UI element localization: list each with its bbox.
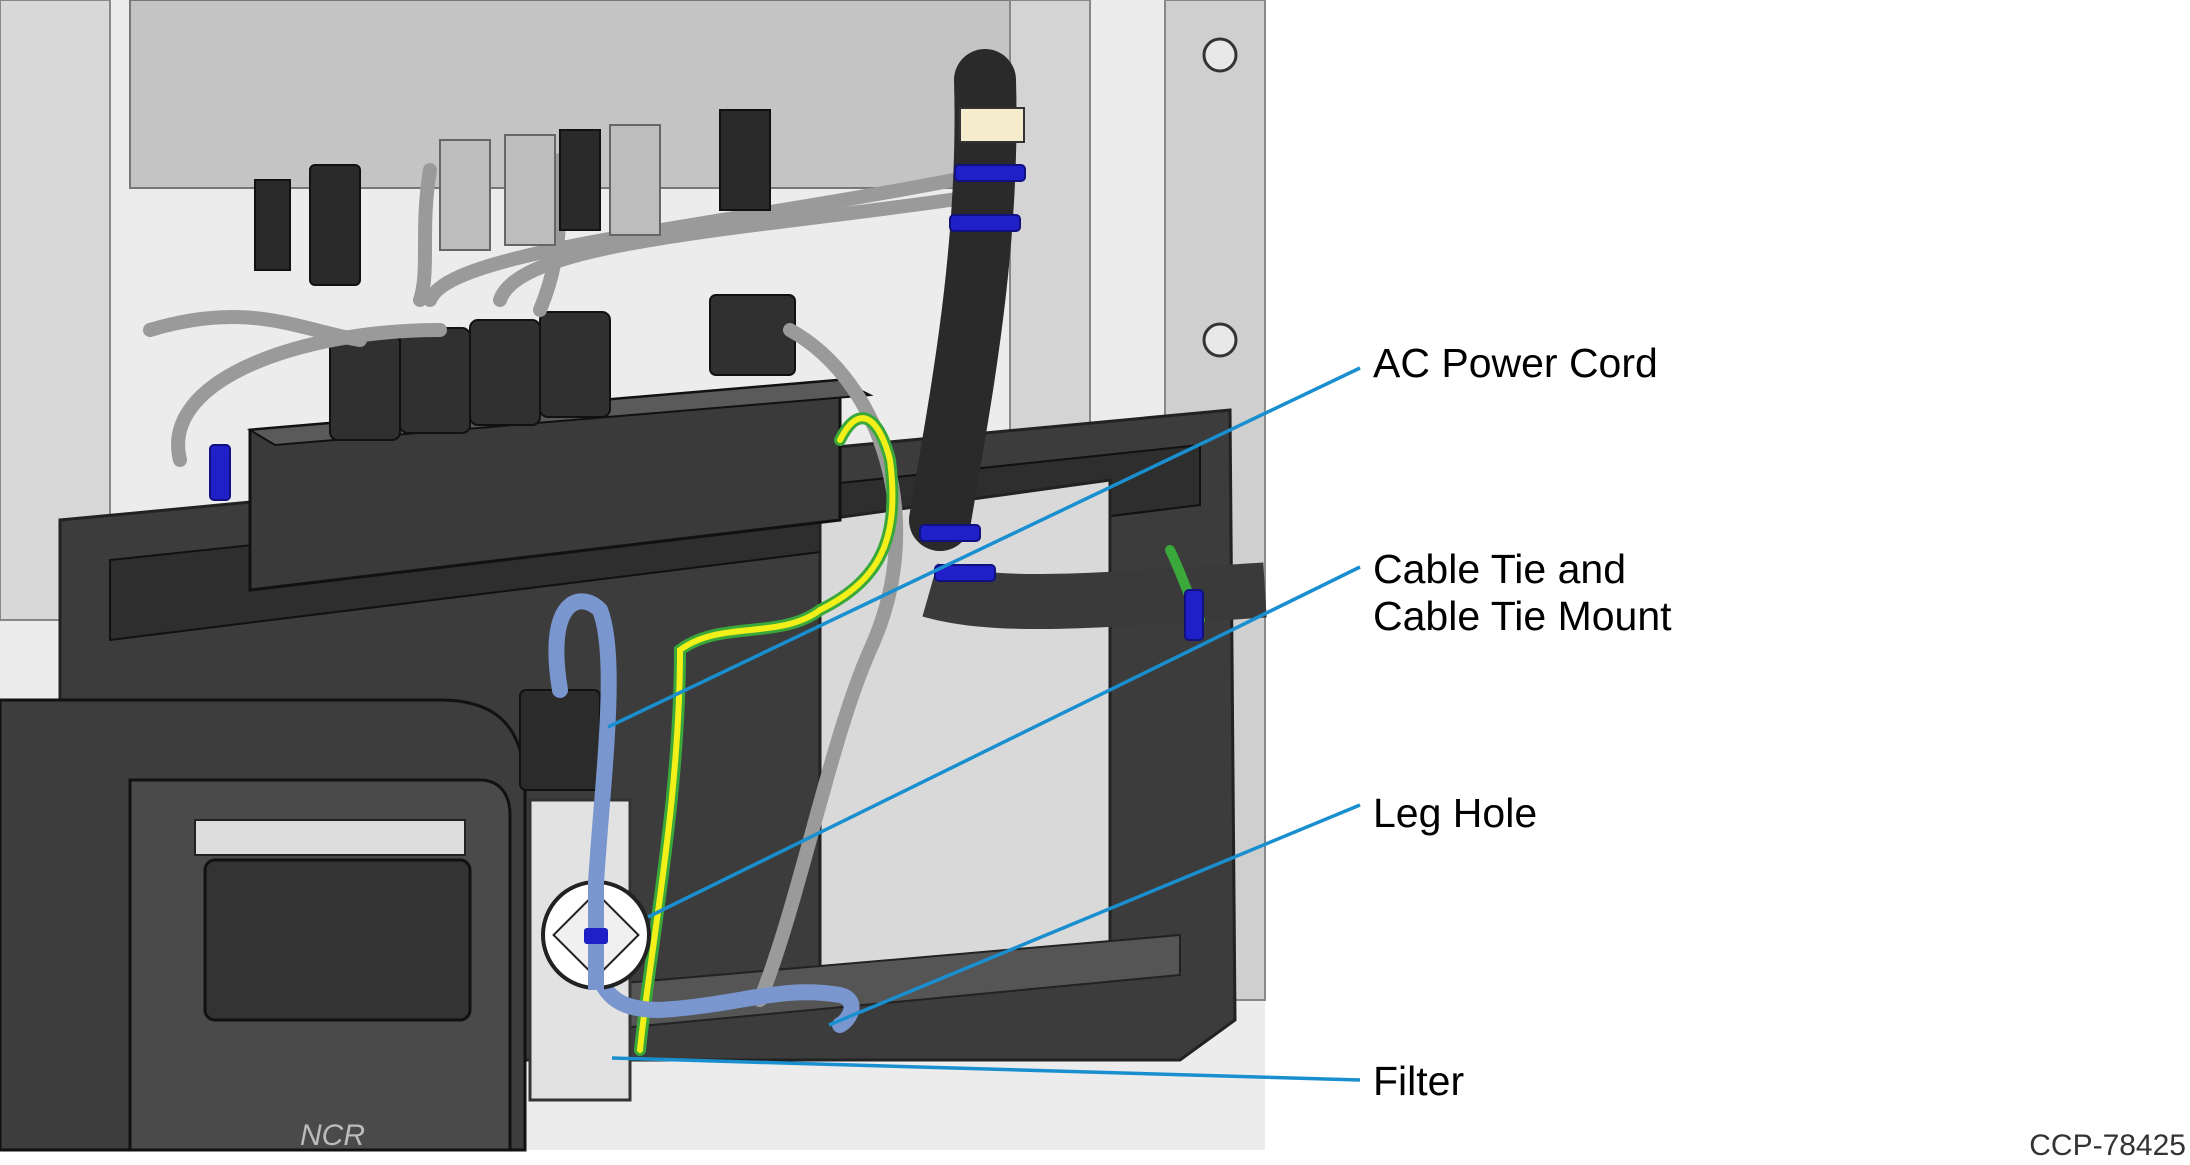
callout-cable-tie: Cable Tie and Cable Tie Mount [1373,546,1672,640]
connector-icon [559,129,601,231]
callout-filter: Filter [1373,1058,1464,1105]
usb-group [439,124,661,251]
hardware-illustration: NCR [0,0,1267,1152]
usb-connector-icon [504,134,556,246]
screw-icon [1202,322,1238,358]
flat-cable [922,562,1267,630]
leader-line-leg-hole [828,803,1361,1027]
cable-tie-icon [919,524,981,542]
printer-logo: NCR [300,1119,365,1152]
screw-icon [1202,37,1238,73]
callout-line: Cable Tie and [1373,546,1627,592]
callout-leg-hole: Leg Hole [1373,790,1537,837]
leader-line-filter [611,1056,1361,1082]
callout-ac-power-cord: AC Power Cord [1373,340,1658,387]
plug-icon [399,327,471,434]
cable-bundle [909,49,1017,551]
plug-group [329,294,796,441]
figure-id: CCP-78425 [2029,1129,2186,1162]
callout-line: Filter [1373,1058,1465,1104]
connector-icon [254,179,291,271]
leader-line-cable-tie [647,565,1361,919]
callout-line: AC Power Cord [1373,340,1658,386]
plug-icon [329,334,401,441]
callout-line: Leg Hole [1373,790,1538,836]
cable-tie-icon [954,164,1026,182]
bundle-label [959,107,1025,143]
signal-cables [143,153,992,1007]
plug-icon [469,319,541,426]
leader-lines [607,366,1361,1082]
cable-tie-icon [949,214,1021,232]
ac-inlet-plug [519,689,601,791]
callout-line: Cable Tie Mount [1373,593,1672,639]
paper-slot [194,819,466,856]
right-rail [1009,0,1091,461]
connector-icon [719,109,771,211]
cable-tie-icon [934,564,996,582]
usb-connector-icon [609,124,661,236]
plug-icon [709,294,796,376]
usb-connector-icon [439,139,491,251]
plug-icon [539,311,611,418]
connector-group [254,109,771,286]
cable-tie-group [209,164,1204,954]
printer-door [203,858,472,1022]
leader-line-ac-power-cord [607,366,1361,729]
cable-tie-icon [1184,589,1204,641]
connector-icon [309,164,361,286]
cable-tie-icon [584,928,608,944]
cable-tie-icon [209,444,231,501]
